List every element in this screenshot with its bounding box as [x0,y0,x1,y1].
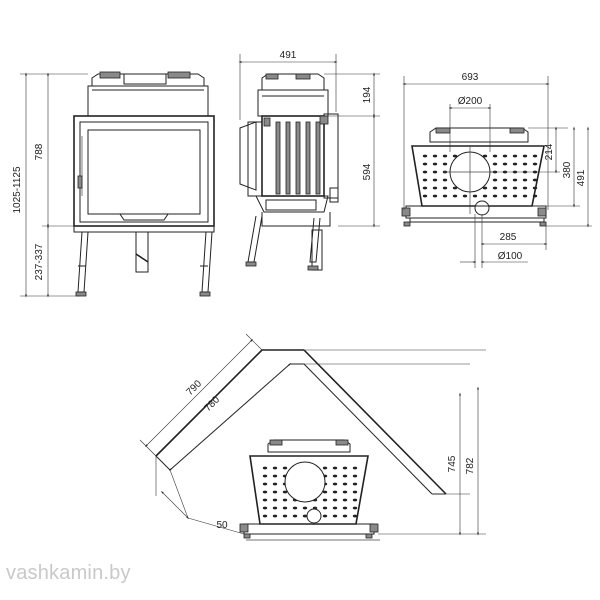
corner-view: 790 780 50 745 782 [139,333,486,541]
corner-inner-side: 780 [202,394,222,414]
top-width: 693 [462,72,479,83]
air-inlet-diameter: Ø100 [498,251,523,262]
front-leg-height: 237-337 [34,243,45,280]
top-view: 693 Ø200 214 380 491 285 Ø100 [401,72,592,268]
side-top-height: 194 [362,86,373,103]
site-watermark: vashkamin.by [6,562,131,584]
front-body-height: 788 [34,143,45,160]
side-height: 594 [362,163,373,180]
inlet-offset: 285 [500,232,517,243]
top-overall-depth: 491 [576,169,587,186]
side-depth: 491 [280,50,297,61]
corner-depth-inner: 745 [447,455,458,472]
corner-outer-side: 790 [184,378,204,398]
flue-diameter: Ø200 [458,96,483,107]
side-view: 491 194 594 [238,50,380,271]
corner-depth-outer: 782 [465,457,476,474]
flue-offset: 214 [544,143,555,160]
corner-gap: 50 [216,520,228,531]
flue-depth: 380 [562,161,573,178]
front-overall-height: 1025-1125 [12,166,23,214]
front-view: 1025-1125 788 237-337 [12,71,215,298]
